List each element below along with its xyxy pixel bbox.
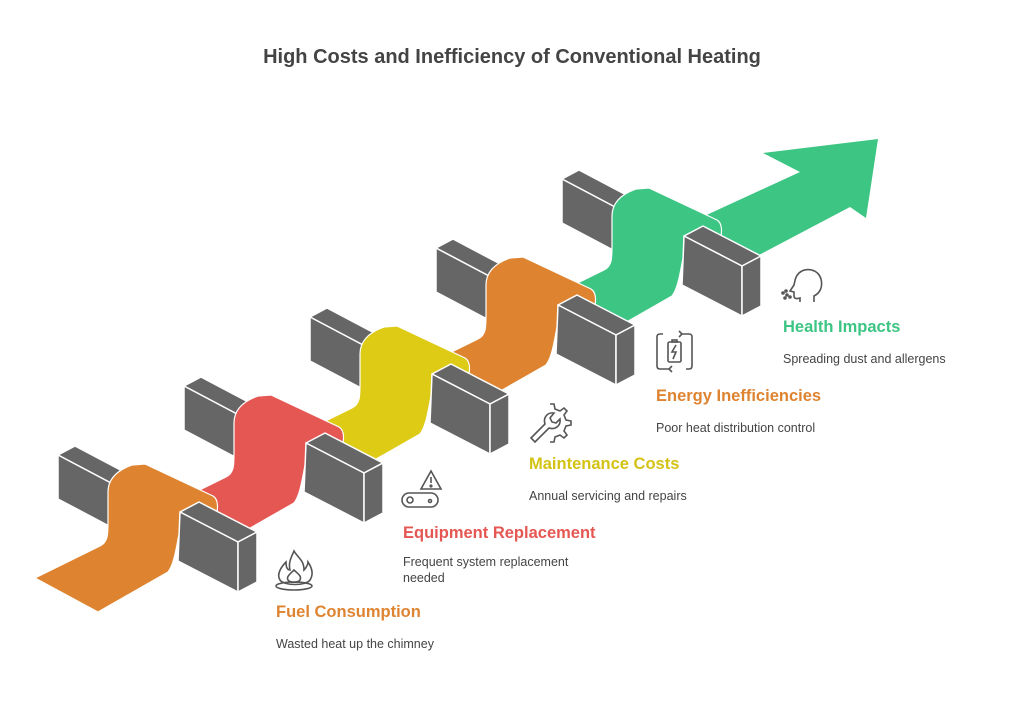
head-breathing-icon: [780, 265, 826, 312]
step-desc-fuel-consumption: Wasted heat up the chimney: [276, 637, 434, 651]
wrench-gear-icon: [527, 400, 573, 451]
step-0: [33, 463, 258, 613]
step-desc-energy-inefficiencies: Poor heat distribution control: [656, 421, 816, 435]
battery-cycle-icon: [655, 330, 695, 379]
step-label-health-impacts: Health Impacts: [783, 318, 901, 336]
front-block: [177, 501, 258, 593]
front-block-face: [489, 393, 510, 455]
front-block: [555, 294, 636, 386]
flame-icon: [274, 548, 316, 597]
step-label-energy-inefficiencies: Energy Inefficiencies: [656, 387, 822, 405]
front-block-face: [741, 255, 762, 317]
front-block-face: [615, 324, 636, 386]
front-block-face: [363, 462, 384, 524]
front-block: [429, 363, 510, 455]
arrow-head: [700, 139, 878, 265]
front-block: [681, 225, 762, 317]
back-block-group: [435, 238, 507, 321]
step-label-fuel-consumption: Fuel Consumption: [276, 603, 421, 621]
diagram-title: High Costs and Inefficiency of Conventio…: [263, 46, 761, 68]
step-label-equipment-replacement: Equipment Replacement: [403, 524, 596, 542]
step-desc-maintenance-costs: Annual servicing and repairs: [529, 489, 687, 503]
front-block-face: [237, 531, 258, 593]
warning-belt-icon: [400, 467, 446, 518]
step-desc-health-impacts: Spreading dust and allergens: [783, 352, 946, 366]
front-block: [303, 432, 384, 524]
step-label-maintenance-costs: Maintenance Costs: [529, 455, 680, 473]
step-desc-equipment-replacement: Frequent system replacement needed: [403, 555, 569, 585]
back-block: [435, 238, 507, 321]
